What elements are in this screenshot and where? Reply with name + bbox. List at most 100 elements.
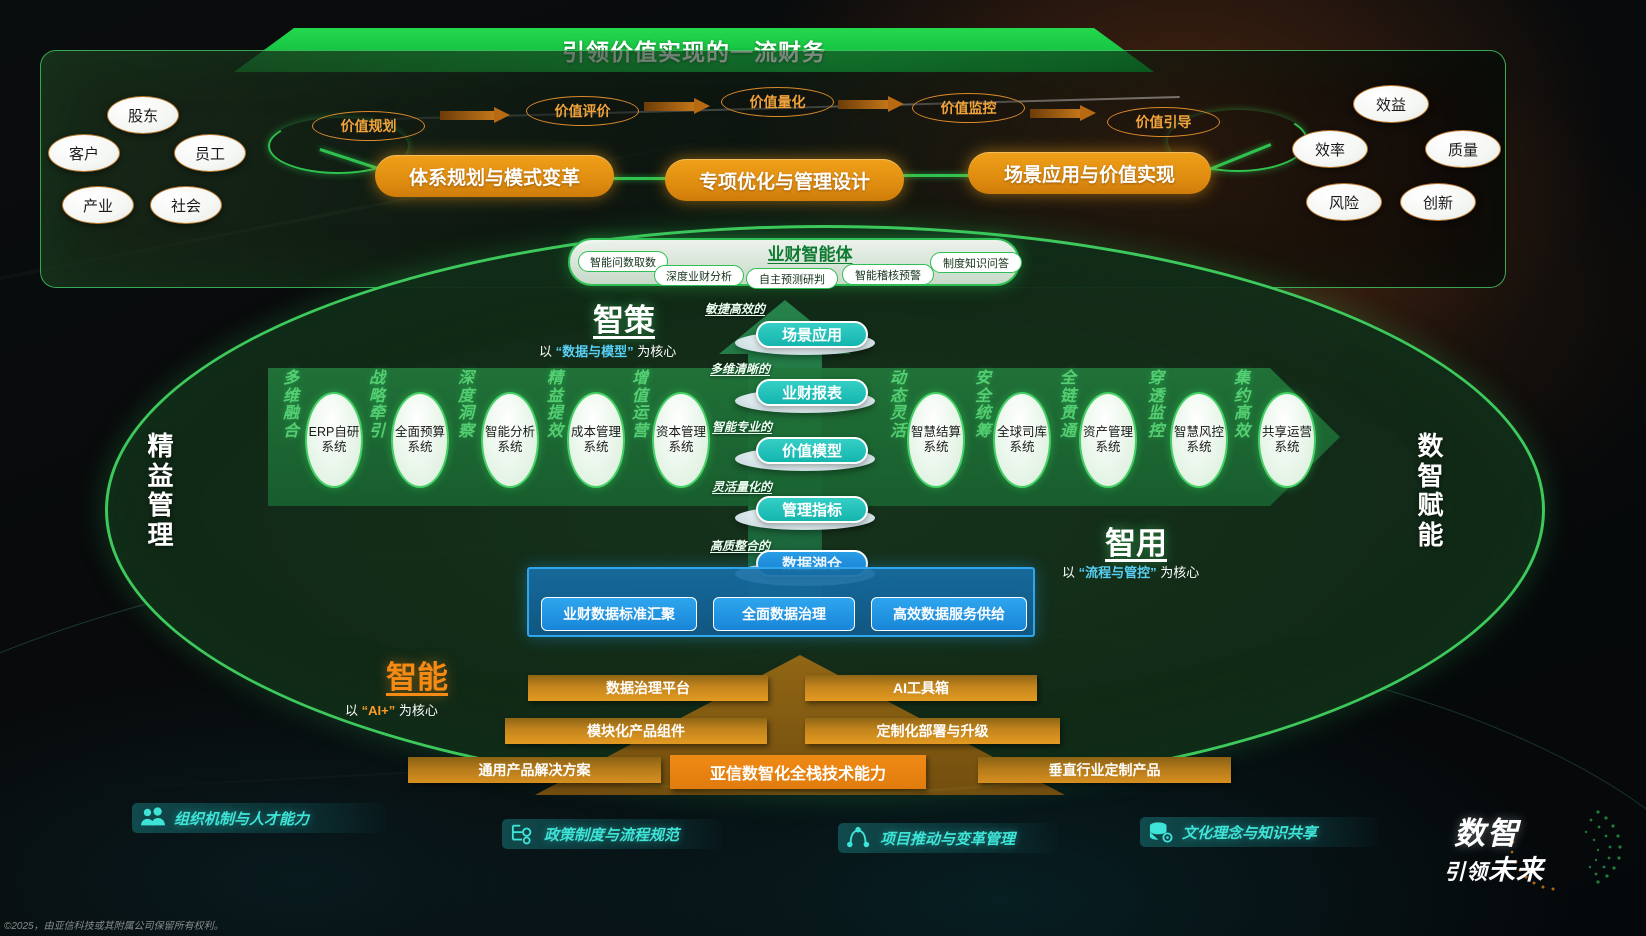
foundation-item-label: 政策制度与流程规范 [544, 826, 680, 844]
pillar-sub-suffix-2: 为核心 [1160, 565, 1200, 580]
value-chain-step: 价值规划 [312, 111, 425, 141]
agent-title: 业财智能体 [767, 245, 853, 264]
agent-capability-chip[interactable]: 自主预测研判 [746, 268, 838, 289]
pillar-sub-zhice: 以 “数据与模型” 为核心 [539, 341, 676, 360]
pillar-sub-prefix: 以 [539, 344, 553, 359]
value-chain-step: 价值评价 [526, 96, 639, 126]
pillar-title-zhice: 智策 [593, 303, 655, 338]
system-oval[interactable]: 智慧风控系统 [1170, 392, 1228, 488]
foundation-item-label: 文化理念与知识共享 [1182, 824, 1318, 842]
value-chain-step: 价值监控 [912, 93, 1025, 123]
network-icon [844, 826, 874, 850]
logo-line-2-b: 未来 [1488, 855, 1544, 885]
tech-bottom-bar[interactable]: 通用产品解决方案 [408, 757, 661, 783]
foundation-item[interactable]: 文化理念与知识共享 [1140, 817, 1378, 847]
system-oval[interactable]: 全面预算系统 [391, 392, 449, 488]
tech-capability-bar[interactable]: 定制化部署与升级 [805, 718, 1060, 744]
foundation-item-label: 项目推动与变革管理 [880, 830, 1016, 848]
initiative-button[interactable]: 场景应用与价值实现 [968, 152, 1211, 194]
system-theme-tag: 多维融合 [282, 370, 299, 440]
pillar-sub-prefix-2: 以 [1062, 565, 1076, 580]
logo-line-2: 引领未来 [1444, 848, 1544, 887]
pillar-sub-zhineng: 以 “AI+” 为核心 [345, 700, 438, 719]
stakeholder-bubble: 社会 [150, 186, 222, 224]
side-label-left: 精益管理 [147, 431, 175, 550]
pillar-title-zhineng: 智能 [386, 660, 448, 695]
initiative-button[interactable]: 专项优化与管理设计 [665, 159, 904, 201]
stakeholder-bubble: 员工 [174, 134, 246, 172]
stack-capability-pill[interactable]: 场景应用 [756, 321, 868, 348]
value-chain-step: 价值引导 [1107, 107, 1220, 137]
pillar-sub-zhiyong: 以 “流程与管控” 为核心 [1062, 562, 1199, 581]
data-layer-button[interactable]: 高效数据服务供给 [871, 597, 1027, 631]
stack-caption: 敏捷高效的 [705, 302, 766, 316]
system-theme-tag: 动态灵活 [889, 370, 906, 440]
foundation-item[interactable]: 政策制度与流程规范 [502, 819, 722, 849]
logo-line-1: 数智 [1454, 816, 1520, 851]
initiative-button[interactable]: 体系规划与模式变革 [375, 155, 614, 197]
button-connector-2 [898, 174, 974, 177]
system-theme-tag: 全链贯通 [1059, 370, 1076, 440]
pillar-title-zhiyong: 智用 [1105, 526, 1167, 561]
system-oval[interactable]: 成本管理系统 [567, 392, 625, 488]
agent-capability-chip[interactable]: 智能稽核预警 [842, 264, 934, 285]
agent-capability-chip[interactable]: 制度知识问答 [930, 252, 1022, 273]
logo-dots-decoration [1510, 810, 1622, 891]
button-connector-1 [606, 177, 672, 180]
logo-line-2-a: 引领 [1444, 860, 1488, 884]
agent-capability-chip[interactable]: 深度业财分析 [654, 265, 744, 286]
system-oval[interactable]: ERP自研系统 [305, 392, 363, 488]
data-layer-button[interactable]: 业财数据标准汇聚 [541, 597, 697, 631]
pillar-sub-prefix-3: 以 [345, 703, 359, 718]
system-theme-tag: 战略牵引 [368, 370, 385, 440]
system-theme-tag: 穿透监控 [1147, 370, 1164, 440]
tech-capability-bar[interactable]: 模块化产品组件 [505, 718, 767, 744]
flow-loop-left [268, 118, 408, 174]
pillar-sub-quoted: “数据与模型” [555, 344, 634, 359]
system-theme-tag: 深度洞察 [457, 370, 474, 440]
system-oval[interactable]: 共享运营系统 [1258, 392, 1316, 488]
foundation-item-label: 组织机制与人才能力 [174, 810, 310, 828]
system-oval[interactable]: 智能分析系统 [481, 392, 539, 488]
outcome-bubble: 效益 [1353, 85, 1429, 123]
stack-capability-pill[interactable]: 价值模型 [756, 437, 868, 464]
foundation-item[interactable]: 项目推动与变革管理 [838, 823, 1058, 853]
brand-logo: 数智 引领未来 [1432, 806, 1622, 896]
data-layer-button[interactable]: 全面数据治理 [713, 597, 855, 631]
system-oval[interactable]: 全球司库系统 [993, 392, 1051, 488]
tech-capability-bar[interactable]: AI工具箱 [805, 675, 1037, 701]
side-label-right: 数智赋能 [1417, 431, 1445, 550]
system-theme-tag: 增值运营 [631, 370, 648, 440]
outcome-bubble: 创新 [1400, 183, 1476, 221]
system-oval[interactable]: 智慧结算系统 [907, 392, 965, 488]
value-chain-step: 价值量化 [721, 87, 834, 117]
system-theme-tag: 安全统筹 [974, 370, 991, 440]
system-oval[interactable]: 资本管理系统 [652, 392, 710, 488]
foundation-item[interactable]: 组织机制与人才能力 [132, 803, 387, 833]
stack-capability-pill[interactable]: 业财报表 [756, 379, 868, 406]
copyright-text: ©2025，由亚信科技或其附属公司保留所有权利。 [4, 921, 224, 932]
outcome-bubble: 风险 [1306, 183, 1382, 221]
stack-caption: 智能专业的 [712, 420, 773, 434]
system-theme-tag: 精益提效 [546, 370, 563, 440]
stakeholder-bubble: 产业 [62, 186, 134, 224]
pillar-sub-suffix: 为核心 [637, 344, 677, 359]
stack-caption: 高质整合的 [710, 539, 771, 553]
agent-capability-chip[interactable]: 智能问数取数 [578, 251, 668, 272]
tech-bottom-bar[interactable]: 亚信数智化全栈技术能力 [670, 755, 926, 789]
pillar-sub-quoted-3: “AI+” [361, 703, 396, 718]
stakeholder-bubble: 股东 [107, 96, 179, 134]
pillar-sub-quoted-2: “流程与管控” [1078, 565, 1157, 580]
outcome-bubble: 效率 [1292, 130, 1368, 168]
tech-capability-bar[interactable]: 数据治理平台 [528, 675, 768, 701]
stakeholder-bubble: 客户 [48, 134, 120, 172]
system-oval[interactable]: 资产管理系统 [1079, 392, 1137, 488]
stack-capability-pill[interactable]: 管理指标 [756, 496, 868, 523]
process-icon [508, 822, 538, 846]
stack-caption: 多维清晰的 [710, 362, 771, 376]
people-icon [138, 806, 168, 830]
database-icon [1146, 820, 1176, 844]
outcome-bubble: 质量 [1425, 130, 1501, 168]
tech-bottom-bar[interactable]: 垂直行业定制产品 [978, 757, 1231, 783]
